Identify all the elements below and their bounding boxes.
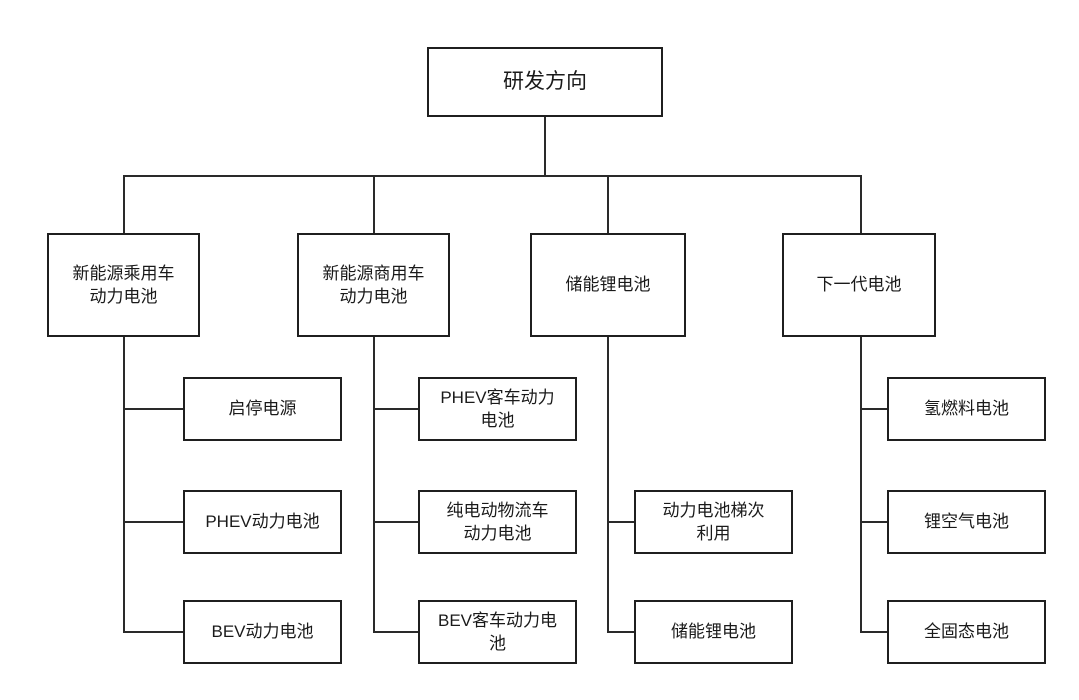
connector-bus-bar	[123, 175, 862, 177]
node-branch-2-child-1[interactable]: PHEV客车动力 电池	[418, 377, 577, 441]
connector-branch-3-rib-1	[607, 521, 634, 523]
connector-branch-2-rib-1	[373, 408, 418, 410]
node-branch-4-child-1[interactable]: 氢燃料电池	[887, 377, 1046, 441]
connector-branch-4-rib-1	[860, 408, 887, 410]
connector-branch-2-trunk	[373, 337, 375, 632]
connector-branch-4-trunk	[860, 337, 862, 632]
connector-bus-drop-2	[373, 175, 375, 233]
connector-bus-drop-1	[123, 175, 125, 233]
connector-branch-4-rib-3	[860, 631, 887, 633]
node-branch-2[interactable]: 新能源商用车 动力电池	[297, 233, 450, 337]
connector-bus-drop-4	[860, 175, 862, 233]
node-branch-1[interactable]: 新能源乘用车 动力电池	[47, 233, 200, 337]
node-branch-2-child-2[interactable]: 纯电动物流车 动力电池	[418, 490, 577, 554]
node-branch-1-child-2[interactable]: PHEV动力电池	[183, 490, 342, 554]
node-branch-3-child-2[interactable]: 储能锂电池	[634, 600, 793, 664]
node-branch-1-child-3[interactable]: BEV动力电池	[183, 600, 342, 664]
connector-branch-1-rib-3	[123, 631, 183, 633]
node-branch-1-child-1[interactable]: 启停电源	[183, 377, 342, 441]
connector-branch-3-rib-2	[607, 631, 634, 633]
connector-branch-4-rib-2	[860, 521, 887, 523]
node-branch-3-child-1[interactable]: 动力电池梯次 利用	[634, 490, 793, 554]
connector-branch-1-rib-1	[123, 408, 183, 410]
node-branch-2-child-3[interactable]: BEV客车动力电 池	[418, 600, 577, 664]
node-branch-4[interactable]: 下一代电池	[782, 233, 936, 337]
node-root[interactable]: 研发方向	[427, 47, 663, 117]
connector-branch-1-rib-2	[123, 521, 183, 523]
connector-root-stem	[544, 117, 546, 175]
connector-branch-2-rib-3	[373, 631, 418, 633]
connector-branch-1-trunk	[123, 337, 125, 632]
node-branch-3[interactable]: 储能锂电池	[530, 233, 686, 337]
connector-bus-drop-3	[607, 175, 609, 233]
connector-branch-2-rib-2	[373, 521, 418, 523]
connector-branch-3-trunk	[607, 337, 609, 632]
node-branch-4-child-2[interactable]: 锂空气电池	[887, 490, 1046, 554]
node-branch-4-child-3[interactable]: 全固态电池	[887, 600, 1046, 664]
